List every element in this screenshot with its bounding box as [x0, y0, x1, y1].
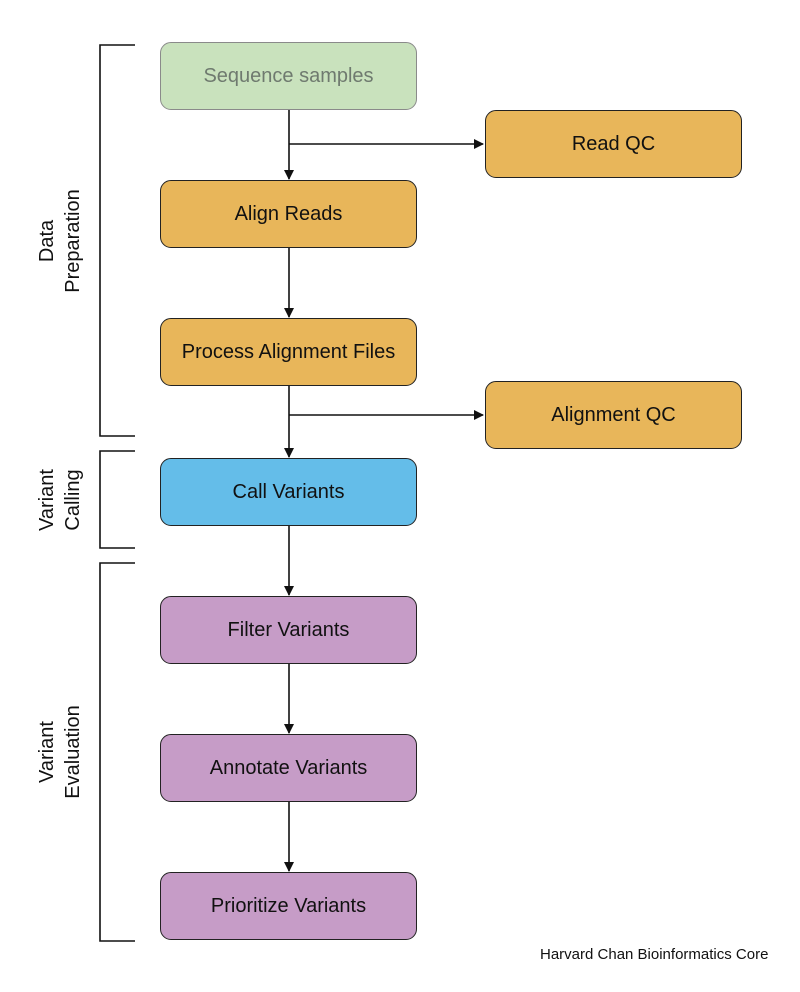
bracket-variant-calling [99, 450, 135, 549]
section-label-variant-evaluation: Variant Evaluation [34, 682, 86, 822]
step-alignment-qc: Alignment QC [485, 381, 742, 449]
credit-text: Harvard Chan Bioinformatics Core [540, 946, 769, 963]
bracket-variant-evaluation [99, 562, 135, 942]
section-label-data-preparation: Data Preparation [34, 171, 86, 311]
step-annotate-variants: Annotate Variants [160, 734, 417, 802]
section-label-line: Data [36, 219, 58, 263]
section-label-line: Preparation [62, 189, 84, 293]
step-call-variants: Call Variants [160, 458, 417, 526]
step-process-alignment-files: Process Alignment Files [160, 318, 417, 386]
step-filter-variants: Filter Variants [160, 596, 417, 664]
step-align-reads: Align Reads [160, 180, 417, 248]
step-prioritize-variants: Prioritize Variants [160, 872, 417, 940]
step-read-qc: Read QC [485, 110, 742, 178]
bracket-data-preparation [99, 44, 135, 437]
section-label-line: Calling [62, 469, 84, 531]
section-label-variant-calling: Variant Calling [34, 440, 86, 560]
section-label-line: Evaluation [62, 705, 84, 799]
step-sequence-samples: Sequence samples [160, 42, 417, 110]
section-label-line: Variant [36, 721, 58, 783]
section-label-line: Variant [36, 469, 58, 531]
